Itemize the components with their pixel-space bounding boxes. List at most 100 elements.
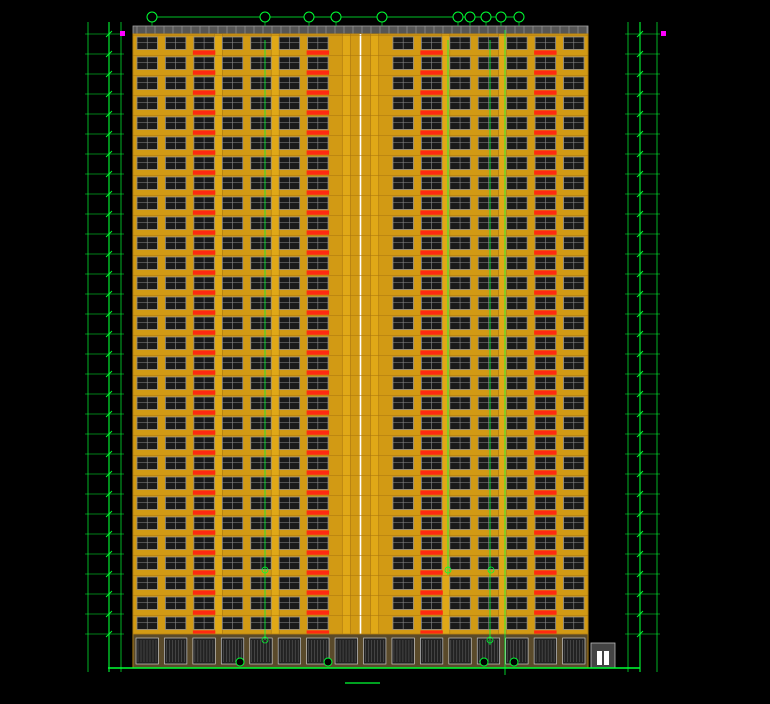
balcony-rail <box>420 190 443 195</box>
balcony-rail <box>306 170 330 175</box>
axis-bubble-icon <box>513 11 525 23</box>
balcony-rail <box>306 350 330 355</box>
axis-bubble-icon <box>259 11 271 23</box>
balcony-rail <box>306 50 330 55</box>
balcony-rail <box>534 70 557 75</box>
balcony-rail <box>534 190 557 195</box>
balcony-rail <box>306 490 330 495</box>
tick-slash <box>636 470 644 478</box>
tick-slash <box>105 490 113 498</box>
shopfront <box>391 637 415 665</box>
balcony-rail <box>192 590 216 595</box>
balcony-rail <box>420 290 443 295</box>
balcony-rail <box>192 210 216 215</box>
tick-slash <box>105 450 113 458</box>
balcony-rail <box>534 90 557 95</box>
balcony-rail <box>534 230 557 235</box>
balcony-rail <box>192 410 216 415</box>
balcony-rail <box>192 450 216 455</box>
balcony-rail <box>192 170 216 175</box>
annex-door <box>604 651 609 665</box>
balcony-rail <box>306 390 330 395</box>
balcony-rail <box>306 550 330 555</box>
balcony-rail <box>192 490 216 495</box>
balcony-rail <box>420 130 443 135</box>
tick-slash <box>636 550 644 558</box>
balcony-rail <box>306 430 330 435</box>
balcony-rail <box>192 230 216 235</box>
leader-node <box>486 636 494 644</box>
balcony-rail <box>306 630 330 635</box>
axis-bubble-icon <box>480 11 492 23</box>
axis-bubble-icon <box>376 11 388 23</box>
balcony-rail <box>534 50 557 55</box>
balcony-rail <box>534 350 557 355</box>
tick-slash <box>636 590 644 598</box>
balcony-rail <box>420 310 443 315</box>
tick-slash <box>105 190 113 198</box>
tick-slash <box>636 450 644 458</box>
balcony-rail <box>306 90 330 95</box>
facade-pier <box>341 33 351 669</box>
tick-slash <box>636 230 644 238</box>
tick-slash <box>636 370 644 378</box>
balcony-rail <box>534 470 557 475</box>
balcony-rail <box>534 590 557 595</box>
tick-slash <box>636 570 644 578</box>
balcony-rail <box>420 110 443 115</box>
balcony-rail <box>306 530 330 535</box>
axis-bubble-icon <box>303 11 315 23</box>
balcony-rail <box>192 290 216 295</box>
tick-slash <box>636 430 644 438</box>
tick-slash <box>636 630 644 638</box>
balcony-rail <box>534 570 557 575</box>
tick-slash <box>636 30 644 38</box>
balcony-rail <box>534 170 557 175</box>
balcony-rail <box>420 630 443 635</box>
balcony-rail <box>306 190 330 195</box>
shopfront <box>363 637 387 665</box>
balcony-rail <box>420 390 443 395</box>
balcony-rail <box>192 70 216 75</box>
balcony-rail <box>192 110 216 115</box>
annex-door <box>597 651 602 665</box>
balcony-rail <box>534 290 557 295</box>
shopfront <box>533 637 557 665</box>
tick-slash <box>105 130 113 138</box>
tick-slash <box>636 70 644 78</box>
balcony-rail <box>420 210 443 215</box>
shopfront <box>135 637 159 665</box>
leader-node <box>261 566 269 574</box>
balcony-rail <box>534 210 557 215</box>
balcony-rail <box>306 130 330 135</box>
facade-pier <box>270 33 280 669</box>
tick-slash <box>105 170 113 178</box>
tick-slash <box>105 290 113 298</box>
leader-node <box>487 566 495 574</box>
tick-slash <box>105 370 113 378</box>
tick-slash <box>105 470 113 478</box>
balcony-rail <box>420 330 443 335</box>
balcony-rail <box>420 570 443 575</box>
balcony-rail <box>306 510 330 515</box>
shopfront <box>334 637 358 665</box>
tick-slash <box>636 150 644 158</box>
annex-block <box>590 642 616 669</box>
tick-slash <box>636 350 644 358</box>
tick-slash <box>105 310 113 318</box>
balcony-rail <box>420 430 443 435</box>
balcony-rail <box>420 410 443 415</box>
balcony-rail <box>306 210 330 215</box>
tick-slash <box>105 530 113 538</box>
balcony-rail <box>192 90 216 95</box>
tick-slash <box>105 570 113 578</box>
shopfront <box>192 637 216 665</box>
tick-slash <box>105 550 113 558</box>
balcony-rail <box>420 590 443 595</box>
axis-bubbles <box>146 11 525 667</box>
tick-slash <box>105 30 113 38</box>
balcony-rail <box>420 170 443 175</box>
balcony-rail <box>306 610 330 615</box>
leader-node <box>444 566 452 574</box>
tick-slash <box>105 70 113 78</box>
